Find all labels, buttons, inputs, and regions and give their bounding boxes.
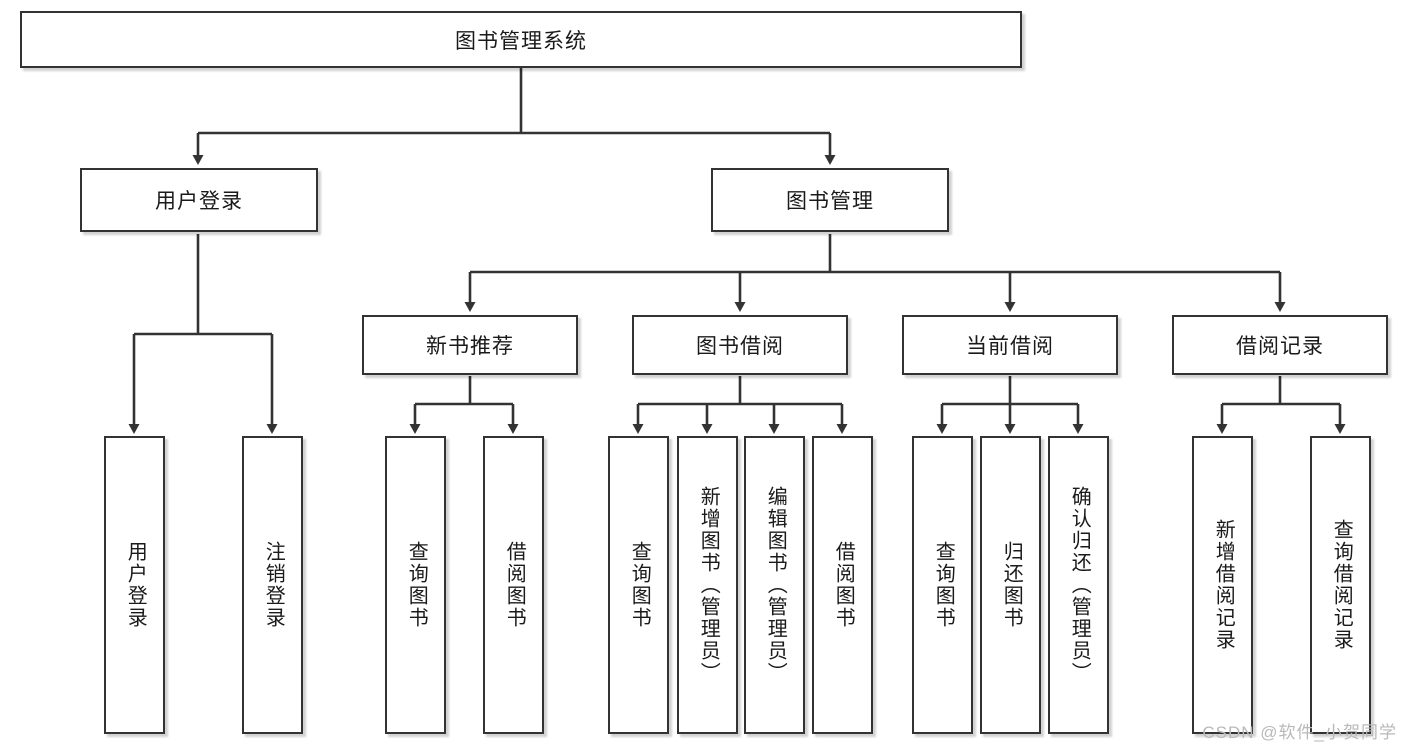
leaf-query-book-2[interactable]: 查询图书	[608, 436, 669, 734]
leaf-query-book-1-label: 查询图书	[405, 541, 428, 629]
leaf-logout-label: 注销登录	[262, 541, 285, 629]
leaf-borrow-book-2[interactable]: 借阅图书	[812, 436, 873, 734]
leaf-borrow-book-1-label: 借阅图书	[503, 541, 526, 629]
node-new-book-recommend[interactable]: 新书推荐	[362, 315, 578, 375]
node-user-login[interactable]: 用户登录	[80, 168, 318, 232]
leaf-borrow-book-1[interactable]: 借阅图书	[483, 436, 544, 734]
leaf-query-record-label: 查询借阅记录	[1330, 519, 1353, 651]
edge-bookborrow-to-leaves	[632, 376, 848, 434]
node-book-borrow[interactable]: 图书借阅	[632, 315, 848, 375]
csdn-watermark: CSDN @软件_小贺同学	[1202, 723, 1397, 742]
leaf-add-book[interactable]: 新增图书（管理员）	[677, 436, 738, 734]
leaf-confirm-return-label: 确认归还（管理员）	[1068, 486, 1091, 684]
edge-bookmanage-to-level3	[464, 234, 1286, 312]
leaf-query-book-2-label: 查询图书	[628, 541, 651, 629]
leaf-add-record-label: 新增借阅记录	[1212, 519, 1235, 651]
edge-borrowrecord-to-leaves	[1216, 376, 1346, 434]
leaf-query-record[interactable]: 查询借阅记录	[1310, 436, 1371, 734]
leaf-return-book[interactable]: 归还图书	[980, 436, 1041, 734]
edge-newbook-to-leaves	[409, 376, 519, 434]
leaf-edit-book-label: 编辑图书（管理员）	[764, 486, 787, 684]
leaf-logout[interactable]: 注销登录	[242, 436, 303, 734]
node-book-manage[interactable]: 图书管理	[711, 168, 949, 232]
node-current-borrow[interactable]: 当前借阅	[902, 315, 1118, 375]
leaf-borrow-book-2-label: 借阅图书	[832, 541, 855, 629]
edge-root-to-level2	[192, 68, 836, 165]
edge-userlogin-to-leaves	[128, 234, 278, 434]
leaf-user-login-label: 用户登录	[124, 541, 147, 629]
node-borrow-record[interactable]: 借阅记录	[1172, 315, 1388, 375]
leaf-add-record[interactable]: 新增借阅记录	[1192, 436, 1253, 734]
leaf-query-book-1[interactable]: 查询图书	[385, 436, 446, 734]
leaf-add-book-label: 新增图书（管理员）	[697, 486, 720, 684]
node-root[interactable]: 图书管理系统	[20, 11, 1022, 68]
leaf-confirm-return[interactable]: 确认归还（管理员）	[1048, 436, 1109, 734]
leaf-query-book-3-label: 查询图书	[932, 541, 955, 629]
leaf-return-book-label: 归还图书	[1000, 541, 1023, 629]
edge-currentborrow-to-leaves	[936, 376, 1084, 434]
leaf-user-login[interactable]: 用户登录	[104, 436, 165, 734]
leaf-query-book-3[interactable]: 查询图书	[912, 436, 973, 734]
leaf-edit-book[interactable]: 编辑图书（管理员）	[744, 436, 805, 734]
